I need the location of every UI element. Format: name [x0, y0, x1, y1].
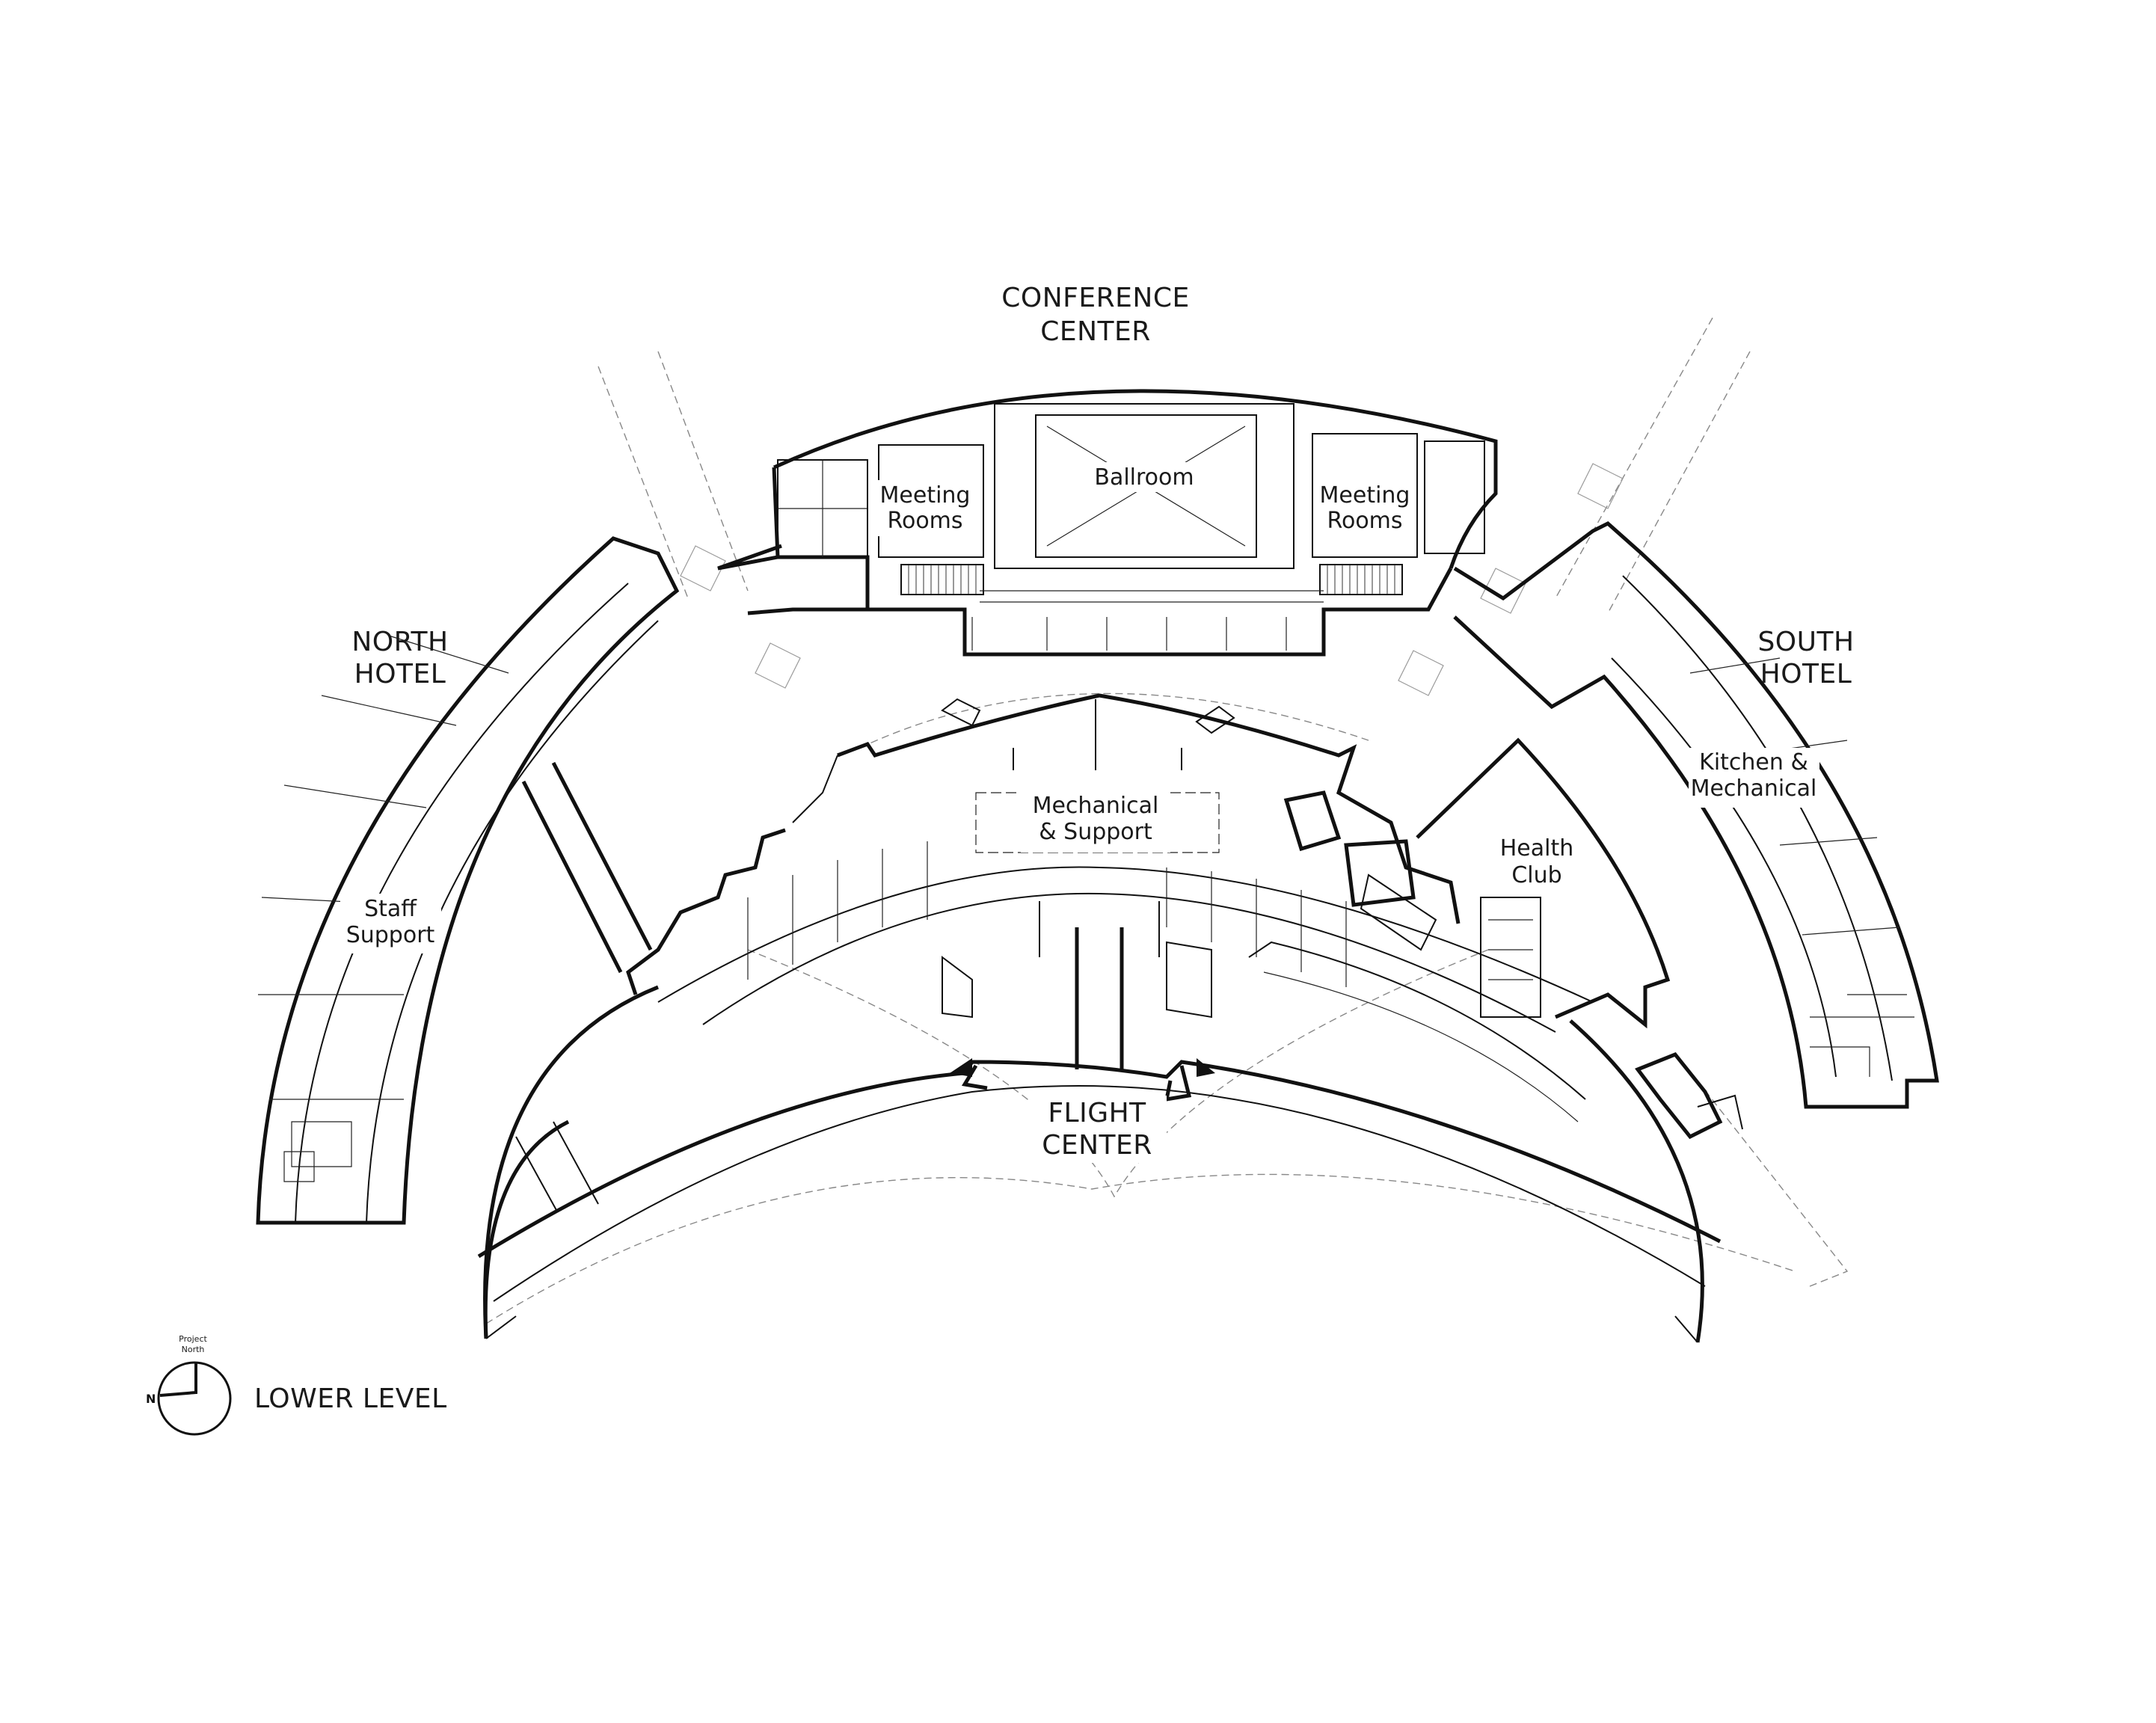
escalator-left	[900, 564, 984, 595]
kitchen-mechanical-line1: Kitchen &	[1699, 749, 1808, 775]
north-hotel-label-line1: NORTH	[351, 627, 448, 657]
south-hotel-wing	[1453, 521, 1939, 1109]
south-hotel-label-line2: HOTEL	[1760, 659, 1852, 689]
meeting-rooms-right-line1: Meeting	[1320, 482, 1410, 509]
flight-center-label-line2: CENTER	[1042, 1130, 1152, 1161]
flight-center-label-line1: FLIGHT	[1048, 1098, 1146, 1128]
flight-center-mechanical-block	[477, 693, 1743, 1343]
compass-north-letter: N	[146, 1392, 156, 1406]
conference-center-block	[717, 389, 1498, 657]
north-hotel-wing	[256, 536, 680, 1225]
meeting-rooms-left-line2: Rooms	[887, 508, 962, 534]
conference-center-label-line1: CONFERENCE	[1001, 283, 1189, 313]
kitchen-mechanical-line2: Mechanical	[1691, 775, 1817, 802]
mechanical-support-line1: Mechanical	[1033, 793, 1159, 819]
conference-center-label-line2: CENTER	[1040, 316, 1151, 347]
north-hotel-label-line2: HOTEL	[354, 659, 446, 689]
escalator-right	[1319, 564, 1403, 595]
compass-caption-line2: North	[182, 1345, 205, 1354]
level-title: LOWER LEVEL	[254, 1383, 447, 1414]
site-dashed-outlines	[485, 317, 1849, 1324]
meeting-rooms-right-line2: Rooms	[1327, 508, 1402, 534]
staff-support-line1: Staff	[364, 896, 417, 922]
health-club-block	[1416, 737, 1671, 1029]
health-club-line2: Club	[1511, 862, 1561, 888]
staff-support-line2: Support	[346, 922, 435, 948]
room-labels: Ballroom Meeting Rooms Meeting Rooms Mec…	[340, 462, 1819, 953]
north-compass: Project North N	[146, 1334, 232, 1436]
south-hotel-label-line1: SOUTH	[1757, 627, 1854, 657]
meeting-rooms-left-line1: Meeting	[880, 482, 971, 509]
area-labels: CONFERENCE CENTER NORTH HOTEL SOUTH HOTE…	[351, 283, 1854, 1163]
health-club-line1: Health	[1500, 835, 1574, 862]
compass-caption-line1: Project	[179, 1334, 207, 1344]
mechanical-support-line2: & Support	[1039, 819, 1152, 845]
ballroom-label: Ballroom	[1094, 464, 1194, 491]
